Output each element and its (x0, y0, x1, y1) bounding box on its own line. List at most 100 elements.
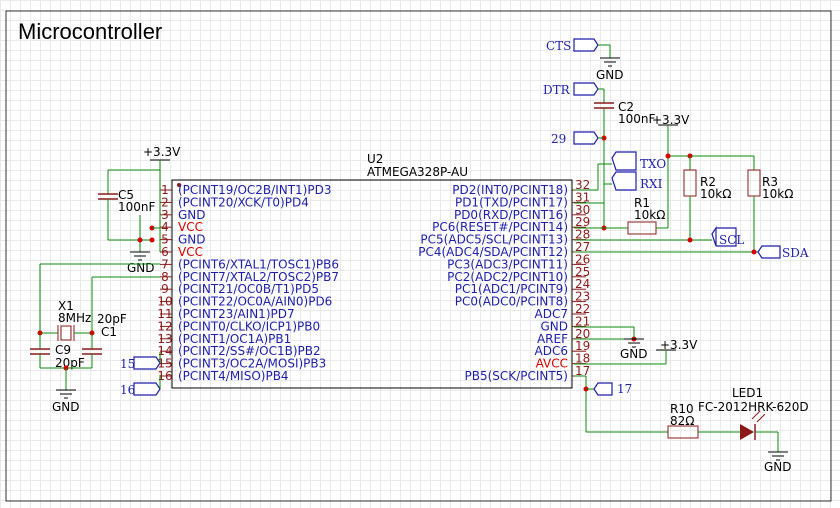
c1-value: 20pF (97, 312, 127, 326)
u2-right-pin-number: 23 (575, 290, 590, 304)
gnd-symbol-led (768, 451, 788, 461)
led1-ref: LED1 (732, 386, 763, 400)
r3-resistor[interactable] (747, 169, 761, 197)
sheet-frame (5, 10, 832, 502)
u2-left-pin-name: (PCINT19/OC2B/INT1)PD3 (178, 183, 331, 197)
u2-left-pin-number: 3 (161, 208, 169, 222)
u2-right-pin-number: 28 (575, 228, 590, 242)
c2-capacitor[interactable] (594, 102, 614, 109)
u2-right-pin-name: PC4(ADC4/SDA/PCINT12) (418, 245, 568, 259)
net-flag-29[interactable] (573, 131, 599, 145)
r2-resistor[interactable] (683, 169, 697, 197)
u2-left-pin-number: 4 (161, 220, 169, 234)
c1-capacitor[interactable] (82, 333, 102, 368)
net-cts-label: CTS (546, 39, 571, 53)
c2-value: 100nF (618, 112, 656, 126)
u2-pins: 1(PCINT19/OC2B/INT1)PD32(PCINT20/XCK/T0)… (157, 178, 590, 383)
u2-left-pin-number: 12 (157, 319, 172, 333)
u2-right-pin-name: ADC7 (535, 307, 568, 321)
sheet-title: Microcontroller (18, 19, 162, 44)
net-dtr-label: DTR (543, 83, 571, 97)
u2-right-pin-name: GND (540, 319, 568, 333)
net-16-label: 16 (120, 383, 135, 397)
u2-right-pin-name: PC6(RESET#/PCINT14) (432, 220, 568, 234)
c5-capacitor[interactable] (98, 170, 118, 240)
u2-right-pin-name: AREF (537, 332, 568, 346)
gnd-pin21-label: GND (620, 347, 648, 361)
u2-right-pin-name: PC3(ADC3/PCINT11) (447, 257, 568, 271)
net-sda-label: SDA (782, 246, 809, 260)
c5-value: 100nF (118, 200, 156, 214)
u2-left-pin-number: 14 (157, 344, 172, 358)
led1-diode[interactable] (740, 410, 766, 440)
net-29-label: 29 (551, 132, 566, 146)
net-scl-label: SCL (719, 233, 744, 247)
gnd-crystal-label: GND (52, 400, 80, 414)
net-rxi-label: RXI (640, 177, 663, 191)
c9-ref: C9 (55, 343, 71, 357)
u2-left-pin-number: 2 (161, 195, 169, 209)
u2-right-pin-name: PC5(ADC5/SCL/PCINT13) (420, 233, 568, 247)
u2-left-pin-name: (PCINT0/CLKO/ICP1)PB0 (178, 319, 320, 333)
c9-capacitor[interactable] (30, 333, 50, 368)
r10-value: 82Ω (670, 414, 694, 428)
x1-crystal[interactable] (40, 325, 92, 341)
gnd-cts-label: GND (596, 68, 624, 82)
u2-left-pin-number: 6 (161, 245, 169, 259)
u2-right-pin-number: 18 (575, 352, 590, 366)
gnd-symbol-left (130, 251, 150, 261)
u2-right-pin-name: AVCC (536, 357, 568, 371)
u2-left-pin-name: (PCINT3/OC2A/MOSI)PB3 (178, 357, 326, 371)
u2-left-pin-name: (PCINT1/OC1A)PB1 (178, 332, 291, 346)
u2-right-pin-name: PD2(INT0/PCINT18) (452, 183, 568, 197)
power-3v3-left-label: +3.3V (143, 145, 181, 159)
net-flag-17[interactable] (593, 382, 613, 396)
x1-value: 8MHz (58, 311, 91, 325)
u2-value: ATMEGA328P-AU (367, 165, 468, 179)
r2-value: 10kΩ (700, 187, 731, 201)
net-flag-16[interactable] (133, 382, 161, 396)
u2-right-pin-number: 17 (575, 364, 590, 378)
c1-ref: C1 (101, 325, 117, 339)
u2-left-pin-number: 5 (161, 233, 169, 247)
u2-left-pin-number: 13 (157, 332, 172, 346)
net-flag-txo[interactable] (611, 151, 637, 171)
net-flag-15[interactable] (133, 356, 161, 370)
r3-ref: R3 (762, 175, 778, 189)
c9-value: 20pF (55, 356, 85, 370)
power-3v3-avcc-label: +3.3V (660, 338, 698, 352)
u2-body[interactable] (171, 179, 573, 389)
u2-ref: U2 (367, 152, 383, 166)
u2-left-pin-name: GND (178, 208, 206, 222)
net-flag-cts[interactable] (573, 38, 599, 52)
u2-left-pin-name: (PCINT20/XCK/T0)PD4 (178, 195, 309, 209)
u2-right-pin-number: 22 (575, 302, 590, 316)
net-txo-label: TXO (640, 157, 666, 171)
u2-right-pin-name: PC0(ADC0/PCINT8) (455, 295, 568, 309)
gnd-left-label: GND (127, 261, 155, 275)
net-flag-sda[interactable] (757, 245, 781, 259)
u2-right-pin-number: 19 (575, 339, 590, 353)
gnd-symbol-crystal (56, 389, 76, 399)
net-flag-dtr[interactable] (573, 82, 599, 96)
u2-left-pin-number: 16 (157, 369, 172, 383)
u2-left-pin-number: 15 (157, 357, 172, 371)
r1-value: 10kΩ (634, 208, 665, 222)
u2-right-pin-number: 20 (575, 327, 590, 341)
u2-left-pin-name: (PCINT6/XTAL1/TOSC1)PB6 (178, 257, 339, 271)
u2-left-pin-name: (PCINT4/MISO)PB4 (178, 369, 289, 383)
u2-left-pin-name: (PCINT2/SS#/OC1B)PB2 (178, 344, 321, 358)
r1-resistor[interactable] (627, 221, 657, 235)
u2-left-pin-name: GND (178, 233, 206, 247)
r3-value: 10kΩ (762, 187, 793, 201)
net-flag-rxi[interactable] (611, 171, 637, 191)
u2-right-pin-number: 24 (575, 277, 590, 291)
gnd-led-label: GND (764, 460, 792, 474)
c2-ref: C2 (618, 100, 634, 114)
u2-left-pin-number: 11 (157, 307, 172, 321)
net-flag-scl[interactable] (711, 226, 737, 247)
u2-right-pin-number: 26 (575, 252, 590, 266)
net-15-label: 15 (120, 357, 135, 371)
